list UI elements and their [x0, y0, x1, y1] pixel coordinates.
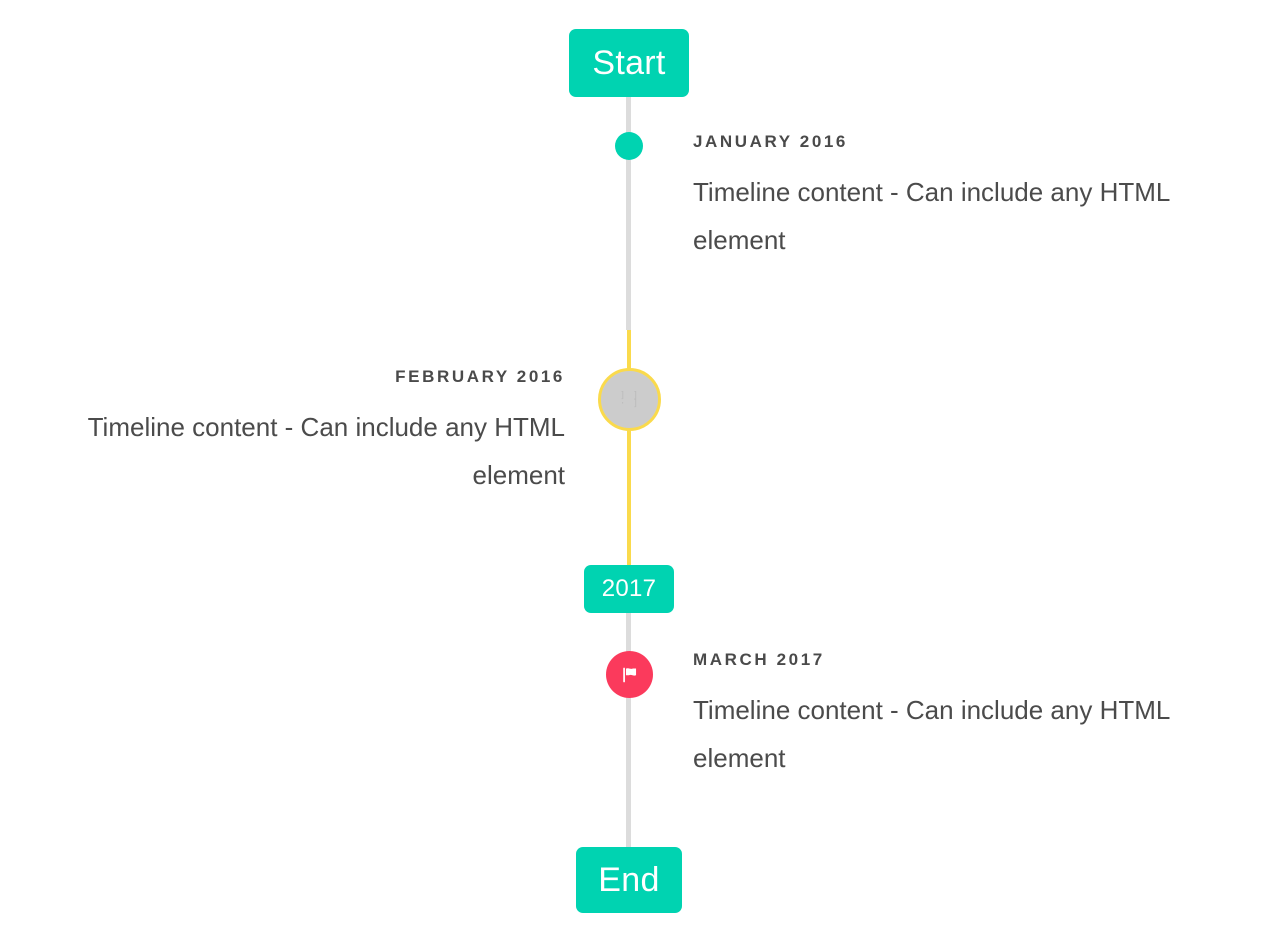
timeline-year-label: 2017	[601, 575, 657, 602]
timeline-marker-march[interactable]	[606, 651, 653, 698]
flag-icon	[622, 667, 636, 682]
timeline-end-badge[interactable]: End	[576, 847, 682, 913]
timeline-rail-segment-bottom	[626, 613, 631, 847]
timeline-entry-body: Timeline content - Can include any HTML …	[693, 177, 1170, 255]
timeline-entry-february: February 2016 Timeline content - Can inc…	[38, 367, 565, 499]
missing-glyph-icon: ] ] · ]	[619, 390, 640, 409]
timeline-rail-segment-top	[626, 97, 631, 330]
timeline-entry-date: March 2017	[693, 650, 825, 669]
missing-glyph-line-2: · ]	[619, 398, 640, 409]
timeline-year-badge[interactable]: 2017	[584, 565, 674, 613]
timeline-entry-date: January 2016	[693, 132, 848, 151]
timeline-end-label: End	[598, 861, 660, 899]
timeline-marker-february[interactable]: ] ] · ]	[598, 368, 661, 431]
timeline-start-badge[interactable]: Start	[569, 29, 689, 97]
timeline-entry-march: March 2017 Timeline content - Can includ…	[693, 650, 1223, 782]
timeline-entry-body: Timeline content - Can include any HTML …	[693, 695, 1170, 773]
missing-glyph-line-1: ] ]	[619, 390, 640, 401]
timeline-rail-segment-highlight	[627, 330, 631, 565]
timeline-entry-body: Timeline content - Can include any HTML …	[87, 412, 565, 490]
timeline-entry-january: January 2016 Timeline content - Can incl…	[693, 132, 1223, 264]
timeline-marker-january[interactable]	[615, 132, 643, 160]
timeline-entry-date: February 2016	[395, 367, 565, 386]
timeline-start-label: Start	[592, 44, 666, 82]
